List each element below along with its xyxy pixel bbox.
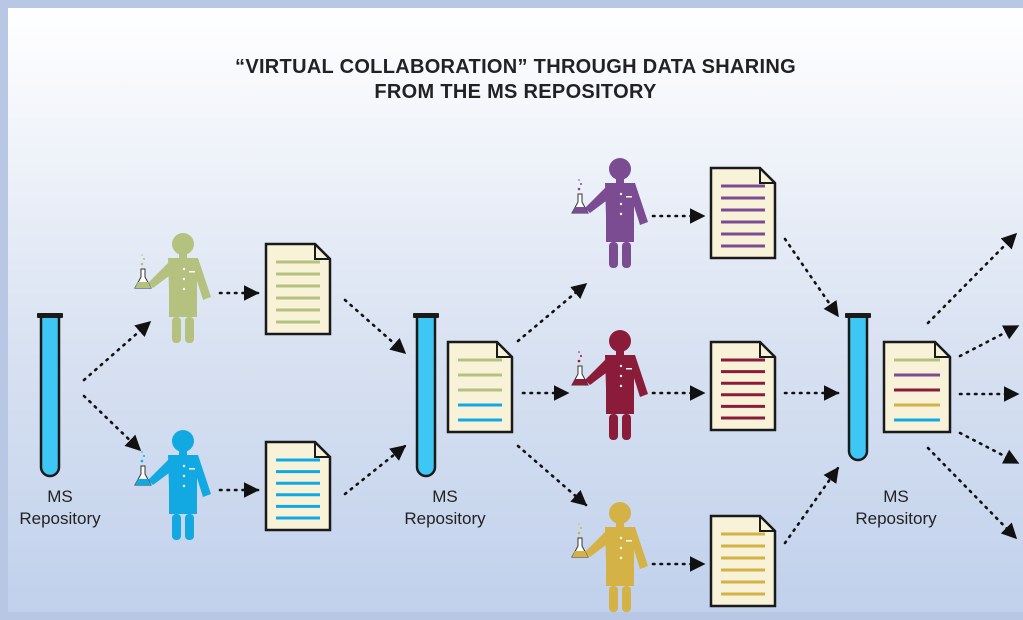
repository-label-3: MS Repository <box>846 486 946 530</box>
arrow-out-5 <box>926 446 1018 540</box>
arrow-doc-purple-to-repo3 <box>783 237 840 318</box>
scientist-icon-green <box>134 233 211 343</box>
repository-label-2-line2: Repository <box>404 509 486 528</box>
title-line-2: FROM THE MS REPOSITORY <box>374 81 657 103</box>
repository-label-1: MS Repository <box>10 486 110 530</box>
flask-icon <box>571 179 589 214</box>
arrow-repo1-to-blue <box>82 394 142 452</box>
arrow-doc-blue-to-repo2 <box>343 444 407 496</box>
arrow-out-1 <box>926 232 1018 325</box>
document-icon-merged-2 <box>882 340 952 434</box>
repository-label-3-line2: Repository <box>855 509 937 528</box>
collaboration-diagram <box>37 158 1020 612</box>
scientist-icon-blue <box>134 430 211 540</box>
repository-label-2-line1: MS <box>432 487 458 506</box>
arrow-repo2-to-gold <box>516 444 588 507</box>
arrow-out-4 <box>958 431 1020 465</box>
figure-panel: “VIRTUAL COLLABORATION” THROUGH DATA SHA… <box>8 8 1023 612</box>
document-icon-gold <box>709 514 777 608</box>
flask-icon <box>571 523 589 558</box>
repository-label-2: MS Repository <box>395 486 495 530</box>
arrow-repo1-to-green <box>82 320 152 382</box>
repository-label-1-line2: Repository <box>19 509 101 528</box>
arrow-doc-green-to-repo2 <box>343 298 407 355</box>
figure-title: “VIRTUAL COLLABORATION” THROUGH DATA SHA… <box>8 55 1023 105</box>
document-icon-merged-1 <box>446 340 514 434</box>
repository-label-3-line1: MS <box>883 487 909 506</box>
test-tube-icon-1 <box>37 313 63 478</box>
arrow-repo2-to-purple <box>516 282 588 343</box>
title-line-1: “VIRTUAL COLLABORATION” THROUGH DATA SHA… <box>235 56 796 78</box>
test-tube-icon-2 <box>413 313 439 478</box>
flask-icon <box>134 451 152 486</box>
document-icon-purple <box>709 166 777 260</box>
document-icon-maroon <box>709 340 777 432</box>
arrow-out-2 <box>958 324 1020 358</box>
document-icon-green <box>264 242 332 336</box>
document-icon-blue <box>264 440 332 532</box>
scientist-icon-purple <box>571 158 648 268</box>
scientist-icon-maroon <box>571 330 648 440</box>
repository-label-1-line1: MS <box>47 487 73 506</box>
test-tube-icon-3 <box>845 313 871 462</box>
flask-icon <box>134 254 152 289</box>
scientist-icon-gold <box>571 502 648 612</box>
arrow-doc-gold-to-repo3 <box>783 466 840 545</box>
flask-icon <box>571 351 589 386</box>
